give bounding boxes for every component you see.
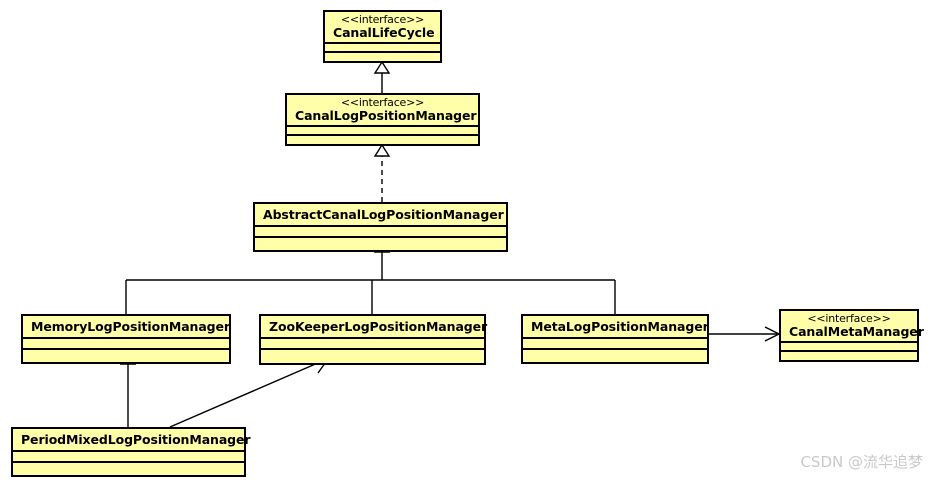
class-header-memory-log-position-manager: MemoryLogPositionManager — [23, 316, 230, 340]
class-header-canal-meta-manager: <<interface>> CanalMetaManager — [781, 311, 924, 343]
class-name: CanalLifeCycle — [333, 24, 435, 40]
class-box-memory-log-position-manager[interactable]: MemoryLogPositionManager — [21, 314, 231, 364]
class-stereotype: <<interface>> — [340, 13, 425, 26]
class-attributes-compartment — [287, 127, 478, 136]
class-header-abstract-canal-log-position-manager: AbstractCanalLogPositionManager — [255, 204, 506, 228]
class-attributes-compartment — [781, 343, 917, 352]
class-box-period-mixed-log-position-manager[interactable]: PeriodMixedLogPositionManager — [11, 427, 251, 477]
class-box-abstract-canal-log-position-manager[interactable]: AbstractCanalLogPositionManager — [253, 202, 508, 252]
class-stereotype: <<interface>> — [340, 96, 425, 109]
class-operations-compartment — [523, 350, 707, 362]
edge-generalization-pmlpm-to-mlpm — [119, 351, 137, 427]
class-name: AbstractCanalLogPositionManager — [263, 207, 504, 222]
class-name: MetaLogPositionManager — [531, 319, 709, 334]
class-header-zookeeper-log-position-manager: ZooKeeperLogPositionManager — [261, 316, 488, 340]
class-attributes-compartment — [13, 452, 244, 464]
class-name: CanalLogPositionManager — [295, 107, 477, 123]
class-header-canal-life-cycle: <<interface>> CanalLifeCycle — [325, 12, 440, 44]
edge-association-pmlpm-to-zklpm — [169, 355, 330, 428]
class-operations-compartment — [13, 463, 244, 475]
class-operations-compartment — [23, 350, 229, 362]
class-operations-compartment — [287, 136, 478, 144]
class-operations-compartment — [255, 238, 506, 250]
class-header-period-mixed-log-position-manager: PeriodMixedLogPositionManager — [13, 429, 251, 453]
class-box-canal-meta-manager[interactable]: <<interface>> CanalMetaManager — [779, 309, 924, 362]
class-box-zookeeper-log-position-manager[interactable]: ZooKeeperLogPositionManager — [259, 314, 488, 365]
class-name: PeriodMixedLogPositionManager — [21, 432, 251, 447]
class-stereotype: <<interface>> — [807, 312, 891, 325]
class-operations-compartment — [325, 53, 440, 61]
csdn-watermark: CSDN @流华追梦 — [800, 453, 923, 471]
class-operations-compartment — [781, 352, 917, 360]
class-header-meta-log-position-manager: MetaLogPositionManager — [523, 316, 709, 340]
class-attributes-compartment — [255, 227, 506, 239]
class-box-canal-life-cycle[interactable]: <<interface>> CanalLifeCycle — [323, 10, 442, 63]
class-box-canal-log-position-manager[interactable]: <<interface>> CanalLogPositionManager — [285, 93, 480, 146]
class-attributes-compartment — [261, 339, 484, 351]
class-attributes-compartment — [523, 339, 707, 351]
class-attributes-compartment — [325, 44, 440, 53]
edge-generalization-clpm-to-clc — [373, 60, 391, 93]
class-name: MemoryLogPositionManager — [31, 319, 230, 334]
class-attributes-compartment — [23, 339, 229, 351]
class-header-canal-log-position-manager: <<interface>> CanalLogPositionManager — [287, 95, 478, 127]
edge-association-metalpm-to-cmm — [709, 326, 781, 342]
class-box-meta-log-position-manager[interactable]: MetaLogPositionManager — [521, 314, 709, 364]
class-name: CanalMetaManager — [789, 323, 924, 339]
class-name: ZooKeeperLogPositionManager — [269, 319, 488, 334]
class-operations-compartment — [261, 350, 484, 363]
edge-realization-aclpm-to-clpm — [373, 143, 391, 202]
